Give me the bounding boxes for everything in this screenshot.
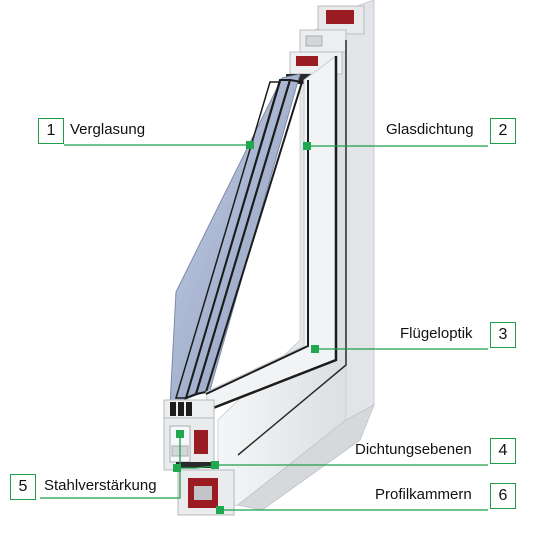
top-profile-section [286, 5, 365, 84]
callout-number-5: 5 [10, 474, 36, 500]
callout-number-6: 6 [490, 483, 516, 509]
callout-label-flugeloptik: Flügeloptik [400, 325, 473, 342]
callout-number-3: 3 [490, 322, 516, 348]
callout-label-verglasung: Verglasung [70, 121, 146, 138]
callout-markers [173, 141, 319, 514]
marker-3 [311, 345, 319, 353]
sash-frame [205, 40, 347, 456]
callout-label-glasdichtung: Glasdichtung [386, 121, 474, 138]
marker-5a [176, 430, 184, 438]
leader-lines [40, 144, 488, 511]
glazing-panes [169, 73, 304, 406]
callout-number-1: 1 [38, 118, 64, 144]
callout-number-4: 4 [490, 438, 516, 464]
callout-label-stahlverstarkung: Stahlverstärkung [44, 477, 157, 494]
marker-1 [246, 141, 254, 149]
marker-6 [216, 506, 224, 514]
callout-label-dichtungsebenen: Dichtungsebenen [355, 441, 472, 458]
leader-line-5b [180, 465, 216, 469]
marker-5b [173, 464, 181, 472]
leader-line-5 [40, 436, 181, 499]
marker-2 [303, 142, 311, 150]
callout-label-profilkammern: Profilkammern [375, 486, 472, 503]
marker-4 [211, 461, 219, 469]
callout-number-2: 2 [490, 118, 516, 144]
